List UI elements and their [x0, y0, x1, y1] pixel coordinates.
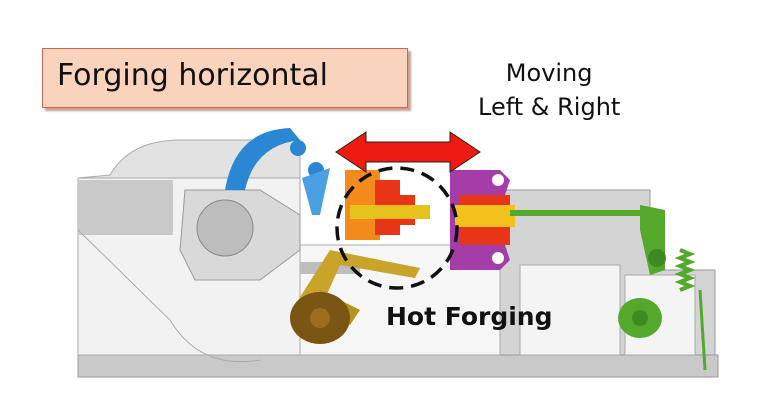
blue-lever	[225, 128, 330, 215]
motion-line-1: Moving	[505, 59, 593, 87]
title-box: Forging horizontal	[42, 48, 408, 108]
hot-forging-label: Hot Forging	[386, 302, 553, 331]
left-die	[345, 170, 430, 240]
machine-frame	[77, 139, 719, 378]
motion-line-2: Left & Right	[478, 93, 621, 121]
right-die	[450, 170, 515, 270]
double-arrow-icon	[335, 131, 481, 173]
crank-wheel	[179, 189, 301, 281]
motion-annotation: Moving Left & Right	[478, 56, 620, 124]
hot-forging-zone-circle	[335, 166, 459, 290]
green-linkage	[510, 205, 707, 371]
diagram-title: Forging horizontal	[57, 58, 328, 93]
